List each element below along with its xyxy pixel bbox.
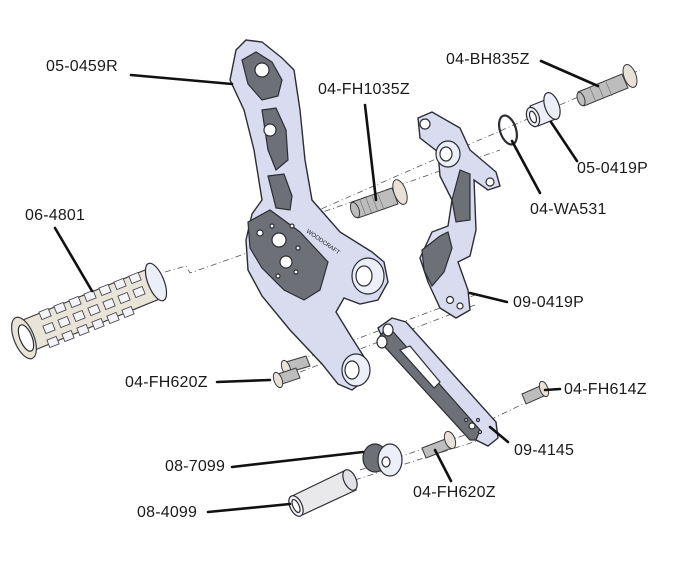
part-08-4099-sleeve[interactable]	[286, 467, 360, 518]
leader-04-FH1035Z	[363, 103, 378, 202]
leader-04-FH614Z	[543, 387, 562, 392]
label-09-0419P: 09-0419P	[513, 294, 584, 311]
part-04-FH620Z-lower-bolt[interactable]	[421, 430, 458, 459]
part-05-0459R-main-plate[interactable]: WOODCRAFT	[229, 39, 389, 391]
part-05-0419P-bushing[interactable]	[524, 90, 563, 128]
leader-lines	[53, 59, 600, 514]
label-05-0459R: 05-0459R	[46, 58, 118, 75]
part-08-7099-lever-tip[interactable]	[362, 443, 403, 477]
leader-05-0459R	[129, 73, 234, 86]
leader-08-7099	[230, 450, 365, 469]
label-08-7099: 08-7099	[165, 458, 226, 475]
part-04-WA531-washer[interactable]	[496, 113, 520, 146]
label-09-4145: 09-4145	[514, 442, 575, 459]
leader-04-BH835Z	[539, 59, 600, 88]
label-04-FH620Z-lower: 04-FH620Z	[413, 484, 496, 501]
leader-04-FH620Z-lower	[433, 448, 453, 483]
leader-09-0419P	[468, 291, 509, 304]
leader-04-FH620Z-upper	[215, 378, 272, 384]
part-04-BH835Z-bolt[interactable]	[575, 63, 639, 107]
label-04-BH835Z: 04-BH835Z	[446, 51, 530, 68]
axis-lever-tip-2	[354, 439, 481, 481]
label-05-0419P: 05-0419P	[577, 160, 648, 177]
part-04-FH614Z-bolt[interactable]	[521, 380, 550, 405]
leader-09-4145	[488, 425, 510, 444]
label-04-FH1035Z: 04-FH1035Z	[318, 81, 410, 98]
label-08-4099: 08-4099	[137, 504, 198, 521]
leader-05-0419P	[549, 120, 579, 163]
part-06-4801-foot-peg[interactable]	[6, 260, 170, 362]
part-04-FH620Z-upper-bolts[interactable]	[272, 355, 311, 389]
label-04-FH620Z-upper: 04-FH620Z	[125, 374, 208, 391]
label-04-WA531: 04-WA531	[530, 201, 607, 218]
part-09-0419P-bracket[interactable]	[417, 111, 501, 319]
assembly-axes	[164, 69, 641, 481]
part-04-FH1035Z-bolt[interactable]	[349, 178, 411, 219]
axis-peg	[164, 237, 291, 274]
leader-04-WA531	[510, 139, 542, 195]
part-09-4145-lever[interactable]	[376, 317, 499, 447]
label-04-FH614Z: 04-FH614Z	[564, 381, 647, 398]
leader-06-4801	[53, 226, 94, 293]
axis-lever-tip	[359, 429, 481, 471]
leader-08-4099	[206, 502, 292, 514]
label-06-4801: 06-4801	[25, 207, 86, 224]
